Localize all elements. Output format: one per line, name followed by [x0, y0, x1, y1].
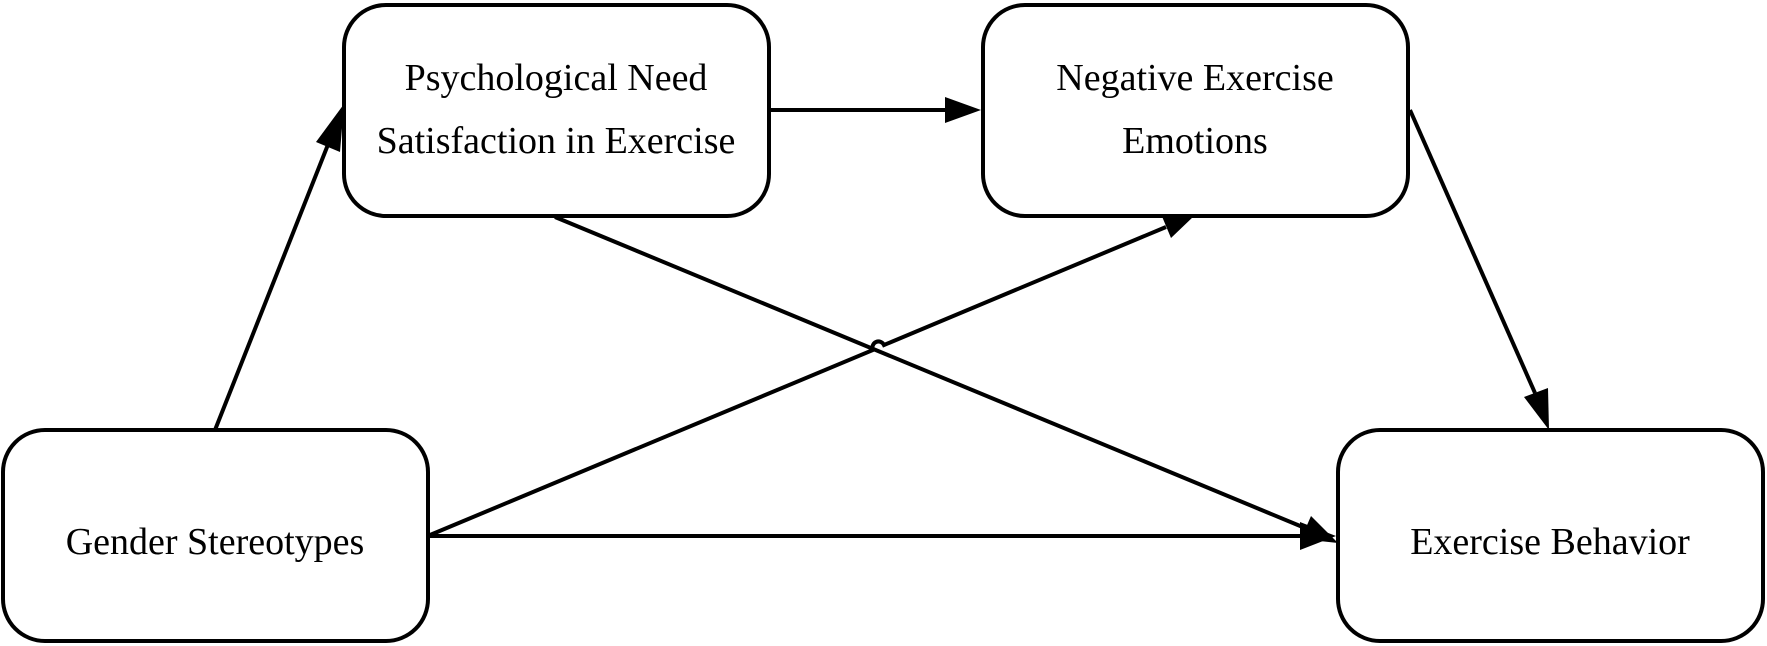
node-negative-emotions: Negative Exercise Emotions	[981, 3, 1410, 218]
gender-stereotypes-box	[1, 428, 430, 643]
exercise-behavior-box	[1336, 428, 1765, 643]
arrowhead-negative-emotions-from-gender	[1161, 214, 1194, 238]
edges	[213, 97, 1549, 550]
arrowhead-negative-emotions	[945, 97, 981, 123]
exercise-behavior-label: Exercise Behavior	[1410, 521, 1690, 563]
edge-gender-to-negative-emotions	[429, 214, 1194, 537]
arrowhead-behavior-from-emotions	[1524, 388, 1549, 430]
node-psych-need: Psychological Need Satisfaction in Exerc…	[342, 3, 771, 218]
negative-emotions-box	[981, 3, 1410, 218]
gender-stereotypes-label: Gender Stereotypes	[66, 521, 365, 563]
arrowhead-psych-need	[316, 104, 344, 152]
edge-gender-to-behavior	[430, 522, 1336, 550]
negative-emotions-label-line-2: Emotions	[1122, 120, 1268, 162]
node-exercise-behavior: Exercise Behavior	[1336, 428, 1765, 643]
edge-negative-emotions-to-behavior	[1408, 109, 1549, 430]
psych-need-box	[342, 3, 771, 218]
psych-need-label-line-1: Psychological Need	[405, 57, 708, 99]
edge-psych-need-to-negative-emotions	[770, 97, 981, 123]
arrowhead-behavior-from-psych-need	[1301, 516, 1338, 543]
node-gender-stereotypes: Gender Stereotypes	[1, 428, 430, 643]
negative-emotions-label-line-1: Negative Exercise	[1056, 57, 1333, 99]
psych-need-label-line-2: Satisfaction in Exercise	[377, 120, 736, 162]
edge-gender-to-psych-need	[213, 104, 344, 431]
edge-psych-need-to-behavior	[554, 215, 1338, 543]
